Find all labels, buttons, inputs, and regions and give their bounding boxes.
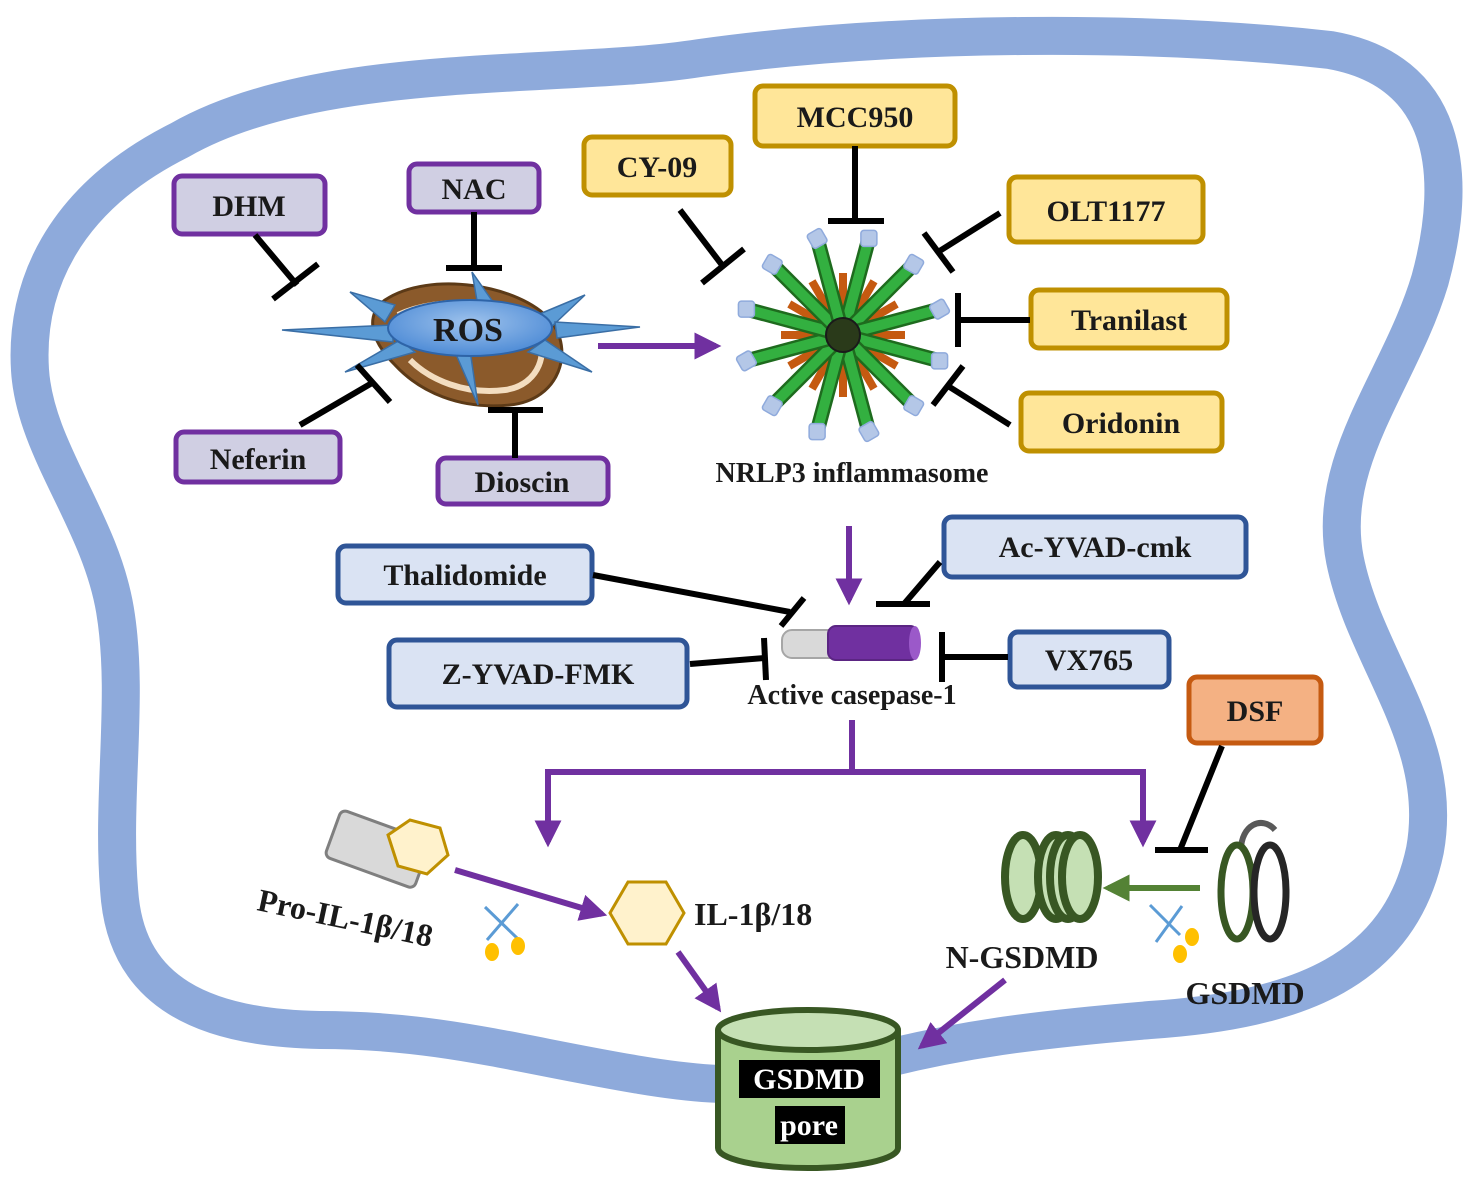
pro-il-label: Pro-IL-1β/18	[255, 882, 437, 954]
nlrp3-inhibitor-olt1177: OLT1177	[1006, 174, 1206, 245]
n-gsdmd-label: N-GSDMD	[946, 939, 1099, 975]
gsdmd-icon	[1217, 819, 1290, 943]
caspase-inhibitor-ac-yvad-cmk: Ac-YVAD-cmk	[941, 514, 1249, 580]
cell-membrane	[10, 16, 1463, 1104]
ros-inhibitor-neferin: Neferin	[173, 429, 343, 485]
caspase-branch-arrows	[534, 720, 1157, 848]
nlrp3-inhibitor-oridonin: Oridonin	[1018, 390, 1225, 454]
nac-label: NAC	[442, 173, 507, 206]
gsdmd-inhibitor-dsf: DSF	[1186, 674, 1324, 746]
caspase-inhibitor-z-yvad-fmk: Z-YVAD-FMK	[386, 637, 690, 710]
caspase-inhibitor-vx765: VX765	[1007, 629, 1172, 690]
ros-inhibitor-nac: NAC	[406, 161, 542, 215]
gsdmd-scissors-icon	[1148, 903, 1199, 963]
olt1177-label: OLT1177	[1047, 195, 1166, 228]
pro-il-to-il-arrow	[454, 867, 608, 921]
neferin-label: Neferin	[210, 443, 307, 476]
ros-inhibitor-dhm: DHM	[171, 173, 328, 237]
caspase-label: Active casepase-1	[747, 680, 956, 711]
caspase-inhibitor-thalidomide: Thalidomide	[335, 543, 595, 606]
il-1b-icon	[608, 880, 686, 946]
mcc950-label: MCC950	[797, 101, 914, 134]
ros-mitochondrion-icon: ROS	[281, 271, 641, 408]
nlrp3-inhibitor-cy09: CY-09	[581, 134, 734, 198]
il-label: IL-1β/18	[694, 896, 812, 932]
nlrp3-inflammasome-icon	[735, 227, 951, 443]
ros-inhibitor-dioscin: Dioscin	[435, 455, 611, 507]
oridonin-label: Oridonin	[1062, 407, 1181, 440]
nlrp3-inhibition-lines	[677, 146, 1030, 428]
caspase-inhibition-lines	[592, 560, 1008, 682]
il-to-pore-arrow	[675, 950, 722, 1013]
active-caspase-1-icon	[781, 625, 921, 661]
ros-label: ROS	[433, 312, 503, 349]
cy09-label: CY-09	[617, 151, 698, 184]
vx765-label: VX765	[1045, 644, 1133, 677]
gsdmd-pore-icon: GSDMD pore	[715, 1007, 901, 1171]
pore-label-line1: GSDMD	[753, 1063, 865, 1096]
nlrp3-inhibitor-mcc950: MCC950	[752, 83, 958, 149]
pore-label-line2: pore	[780, 1109, 838, 1142]
n-gsdmd-to-pore-arrow	[917, 977, 1007, 1050]
tranilast-label: Tranilast	[1071, 304, 1187, 337]
dioscin-label: Dioscin	[474, 466, 569, 499]
dhm-label: DHM	[212, 190, 285, 223]
scissors-icon	[483, 903, 525, 961]
gsdmd-label: GSDMD	[1185, 975, 1304, 1011]
z-yvad-fmk-label: Z-YVAD-FMK	[442, 658, 635, 691]
ros-inhibition-lines	[252, 212, 543, 458]
dsf-label: DSF	[1227, 695, 1284, 728]
dsf-inhibition-line	[1155, 744, 1225, 853]
n-gsdmd-icon	[1001, 831, 1102, 923]
ac-yvad-cmk-label: Ac-YVAD-cmk	[999, 531, 1192, 564]
nlrp3-inhibitor-tranilast: Tranilast	[1028, 287, 1230, 351]
nlrp3-label: NRLP3 inflammasome	[716, 458, 989, 489]
thalidomide-label: Thalidomide	[383, 559, 546, 592]
pro-il-1b-icon	[324, 809, 450, 889]
